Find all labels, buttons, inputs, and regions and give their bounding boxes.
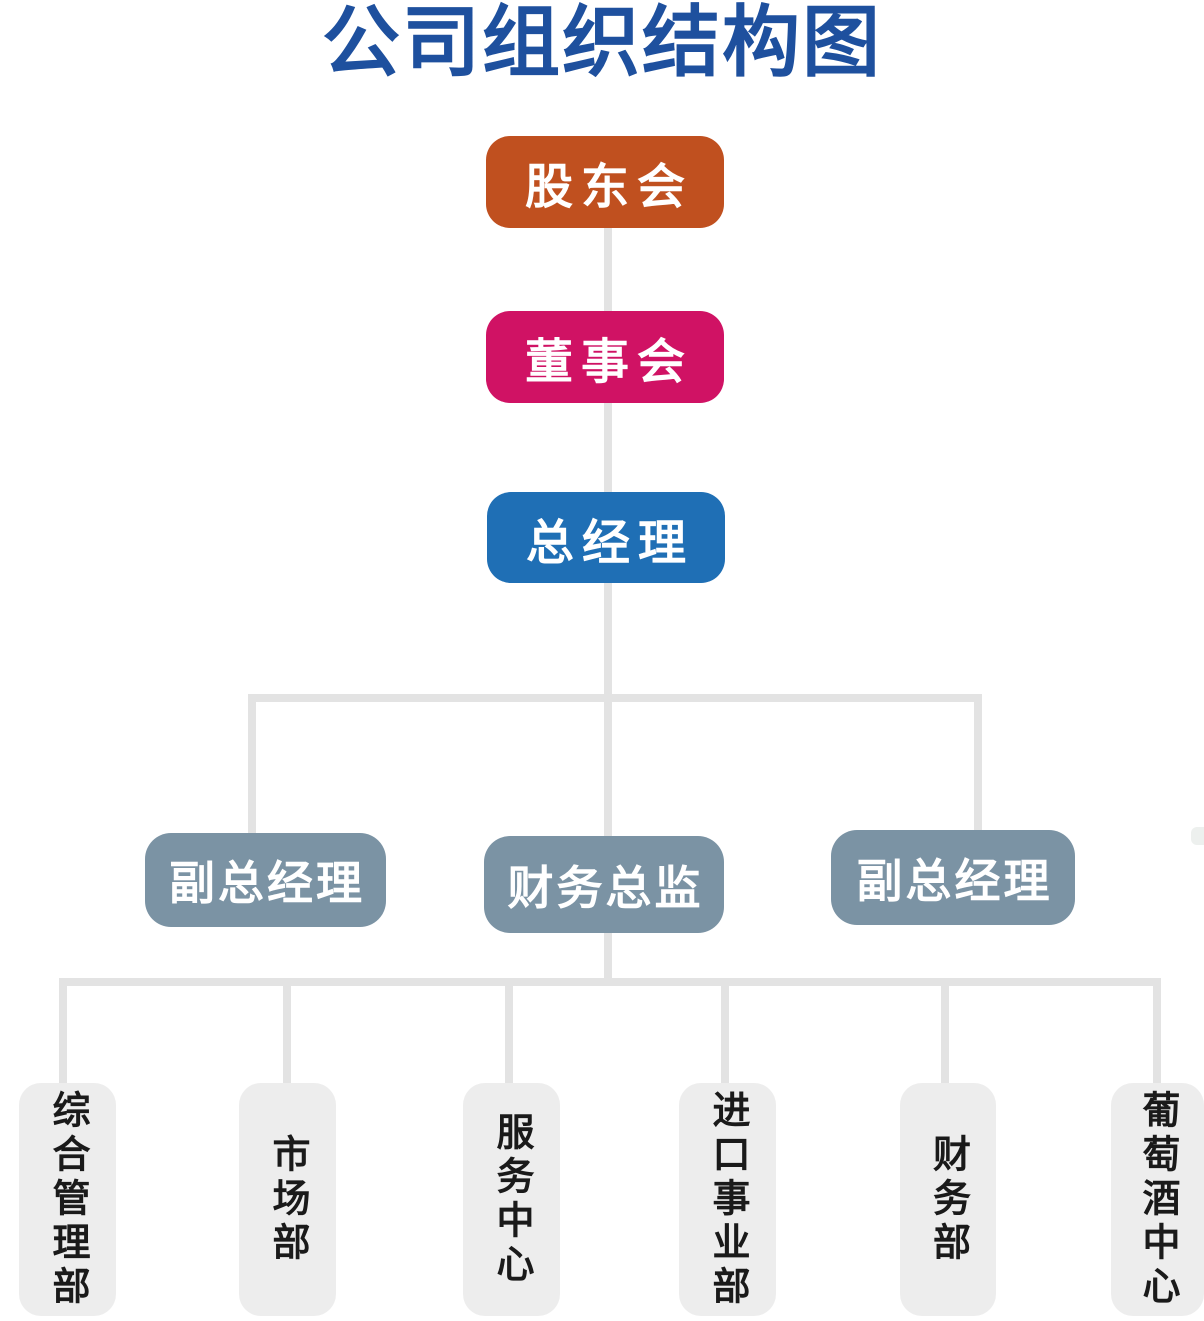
connector-line: [604, 402, 612, 493]
connector-line: [1153, 978, 1161, 1084]
node-deputy-gm-left: 副总经理: [145, 833, 386, 927]
connector-line: [505, 978, 513, 1084]
node-dept-wine-center: 葡萄酒中心: [1111, 1083, 1204, 1316]
node-finance-director: 财务总监: [484, 836, 724, 933]
node-dept-service-center: 服务中心: [463, 1083, 560, 1316]
connector-line: [248, 694, 256, 834]
node-shareholders-meeting: 股东会: [486, 136, 724, 228]
connector-line: [59, 978, 1161, 986]
connector-line: [974, 694, 982, 831]
node-dept-general-admin: 综合管理部: [19, 1083, 116, 1316]
node-general-manager: 总经理: [487, 492, 725, 583]
node-deputy-gm-right: 副总经理: [831, 830, 1075, 925]
cropped-box-fragment: [1191, 827, 1204, 845]
connector-line: [604, 931, 612, 981]
connector-line: [59, 978, 67, 1084]
connector-line: [283, 978, 291, 1084]
connector-line: [604, 227, 612, 312]
node-dept-marketing: 市场部: [239, 1083, 336, 1316]
connector-line: [941, 978, 949, 1084]
node-dept-import-business: 进口事业部: [679, 1083, 776, 1316]
connector-line: [721, 978, 729, 1084]
page-title: 公司组织结构图: [321, 0, 882, 86]
node-dept-finance: 财务部: [900, 1083, 996, 1316]
connector-line: [604, 582, 612, 838]
connector-line: [248, 694, 982, 702]
node-board-of-directors: 董事会: [486, 311, 724, 403]
